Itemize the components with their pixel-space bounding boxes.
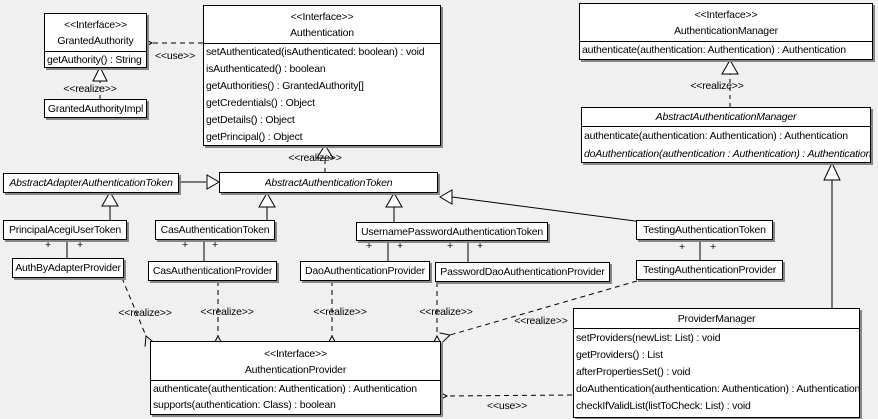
use-label: <<use>>	[486, 400, 528, 412]
method: setAuthenticated(isAuthenticated: boolea…	[206, 46, 425, 58]
class-name: CasAuthenticationProvider	[152, 265, 273, 277]
class-granted-authority-impl: GrantedAuthorityImpl	[44, 99, 147, 118]
association-plus-marker: +	[366, 240, 372, 252]
realize-triangle-authenticationmanager	[721, 58, 739, 75]
generalization-line-testing	[451, 196, 644, 223]
association-plus-marker: +	[447, 240, 453, 252]
generalization-triangle-providermanager	[823, 161, 841, 181]
class-granted-authority: <<Interface>> GrantedAuthority getAuthor…	[44, 13, 147, 68]
class-name: DaoAuthenticationProvider	[305, 265, 425, 277]
method: supports(authentication: Class) : boolea…	[153, 399, 336, 411]
class-dao-authentication-provider: DaoAuthenticationProvider	[300, 261, 430, 281]
use-arrow-providermanager-authenticationprovider	[437, 390, 573, 402]
realize-label: <<realize>>	[690, 80, 744, 92]
generalization-triangle-userpass	[385, 191, 403, 208]
class-principal-acegi-user-token: PrincipalAcegiUserToken	[3, 220, 127, 240]
realize-label: <<realize>>	[419, 306, 473, 318]
association-plus-marker: +	[212, 239, 218, 251]
class-header: AbstractAuthenticationManager	[582, 108, 870, 127]
method: getAuthority() : String	[47, 54, 142, 66]
association-plus-marker: +	[397, 240, 403, 252]
class-name: PrincipalAcegiUserToken	[8, 224, 122, 236]
realize-label: <<realize>>	[63, 83, 117, 95]
realize-label: <<realize>>	[514, 315, 568, 327]
association-plus-marker: +	[477, 240, 483, 252]
method: isAuthenticated() : boolean	[206, 63, 326, 75]
class-provider-manager: ProviderManager setProviders(newList: Li…	[573, 308, 860, 418]
realize-label: <<realize>>	[118, 307, 172, 319]
generalization-triangle-testing	[439, 189, 453, 205]
class-testing-authentication-token: TestingAuthenticationToken	[636, 220, 773, 240]
class-abstract-authentication-manager: AbstractAuthenticationManager authentica…	[581, 107, 871, 163]
class-auth-by-adapter-provider: AuthByAdapterProvider	[12, 258, 124, 278]
class-name: CasAuthenticationToken	[160, 224, 270, 236]
class-name: GrantedAuthorityImpl	[47, 102, 144, 115]
association-plus-marker: +	[77, 239, 83, 251]
stereotype: <<Interface>>	[694, 9, 758, 21]
method: getCredentials() : Object	[206, 97, 315, 109]
stereotype: <<Interface>>	[64, 19, 127, 31]
realize-arrow-authbyadapterprovider	[121, 277, 155, 347]
method: doAuthentication(authentication : Authen…	[584, 148, 870, 160]
generalization-triangle-adapter-token	[206, 174, 220, 190]
class-authentication-manager: <<Interface>> AuthenticationManager auth…	[579, 3, 873, 60]
association-plus-marker: +	[679, 241, 685, 253]
class-authentication-provider: <<Interface>> AuthenticationProvider aut…	[150, 341, 441, 415]
class-name: TestingAuthenticationProvider	[642, 264, 777, 276]
association-plus-marker: +	[45, 239, 51, 251]
class-name: AuthenticationProvider	[244, 364, 347, 376]
class-name: AbstractAuthenticationManager	[655, 111, 797, 123]
realize-label: <<realize>>	[200, 306, 254, 318]
class-name: AuthenticationManager	[674, 25, 778, 37]
method: getProviders() : List	[576, 349, 663, 361]
method: getDetails() : Object	[206, 114, 295, 126]
class-name: AbstractAuthenticationToken	[264, 176, 393, 189]
generalization-triangle-principal	[101, 190, 119, 207]
class-header: <<Interface>> AuthenticationProvider	[151, 342, 440, 381]
class-header: <<Interface>> Authentication	[204, 6, 440, 44]
class-cas-authentication-provider: CasAuthenticationProvider	[148, 261, 277, 281]
class-name: AbstractAdapterAuthenticationToken	[9, 177, 173, 189]
method: doAuthentication(authentication: Authent…	[576, 383, 859, 395]
realize-label: <<realize>>	[288, 152, 342, 164]
method: getPrincipal() : Object	[206, 131, 303, 143]
class-authentication: <<Interface>> Authentication setAuthenti…	[203, 5, 441, 146]
stereotype: <<Interface>>	[264, 348, 327, 360]
class-testing-authentication-provider: TestingAuthenticationProvider	[636, 260, 783, 280]
association-plus-marker: +	[182, 239, 188, 251]
method: checkIfValidList(listToCheck: List) : vo…	[576, 400, 751, 412]
class-abstract-adapter-authentication-token: AbstractAdapterAuthenticationToken	[3, 173, 179, 193]
class-name: TestingAuthenticationToken	[643, 224, 766, 236]
class-name: PasswordDaoAuthenticationProvider	[440, 266, 605, 278]
realize-label: <<realize>>	[313, 306, 367, 318]
realize-triangle-authentication	[316, 144, 334, 159]
class-abstract-authentication-token: AbstractAuthenticationToken	[219, 172, 438, 193]
method: getAuthorities() : GrantedAuthority[]	[206, 80, 364, 92]
class-name: AuthByAdapterProvider	[15, 262, 121, 274]
class-name: GrantedAuthority	[57, 35, 134, 47]
class-cas-authentication-token: CasAuthenticationToken	[155, 220, 275, 240]
class-password-dao-authentication-provider: PasswordDaoAuthenticationProvider	[435, 262, 610, 282]
class-username-password-authentication-token: UsernamePasswordAuthenticationToken	[356, 222, 548, 241]
realize-arrow-testingauthenticationprovider	[439, 280, 638, 343]
use-label: <<use>>	[154, 50, 196, 62]
stereotype: <<Interface>>	[290, 11, 354, 23]
class-name: UsernamePasswordAuthenticationToken	[360, 225, 544, 238]
class-name: Authentication	[290, 27, 354, 39]
association-plus-marker: +	[710, 241, 716, 253]
class-name: ProviderManager	[677, 313, 756, 325]
method: authenticate(authentication: Authenticat…	[582, 44, 846, 56]
method: afterPropertiesSet() : void	[576, 366, 691, 378]
realize-triangle-grantedauthority	[92, 65, 108, 82]
class-header: ProviderManager	[574, 309, 859, 329]
class-header: <<Interface>> GrantedAuthority	[45, 14, 146, 52]
method: authenticate(authentication: Authenticat…	[153, 383, 417, 395]
method: setProviders(newList: List) : void	[576, 332, 721, 344]
class-header: <<Interface>> AuthenticationManager	[580, 4, 872, 42]
method: authenticate(authentication: Authenticat…	[584, 130, 848, 142]
generalization-triangle-cas	[258, 191, 276, 208]
